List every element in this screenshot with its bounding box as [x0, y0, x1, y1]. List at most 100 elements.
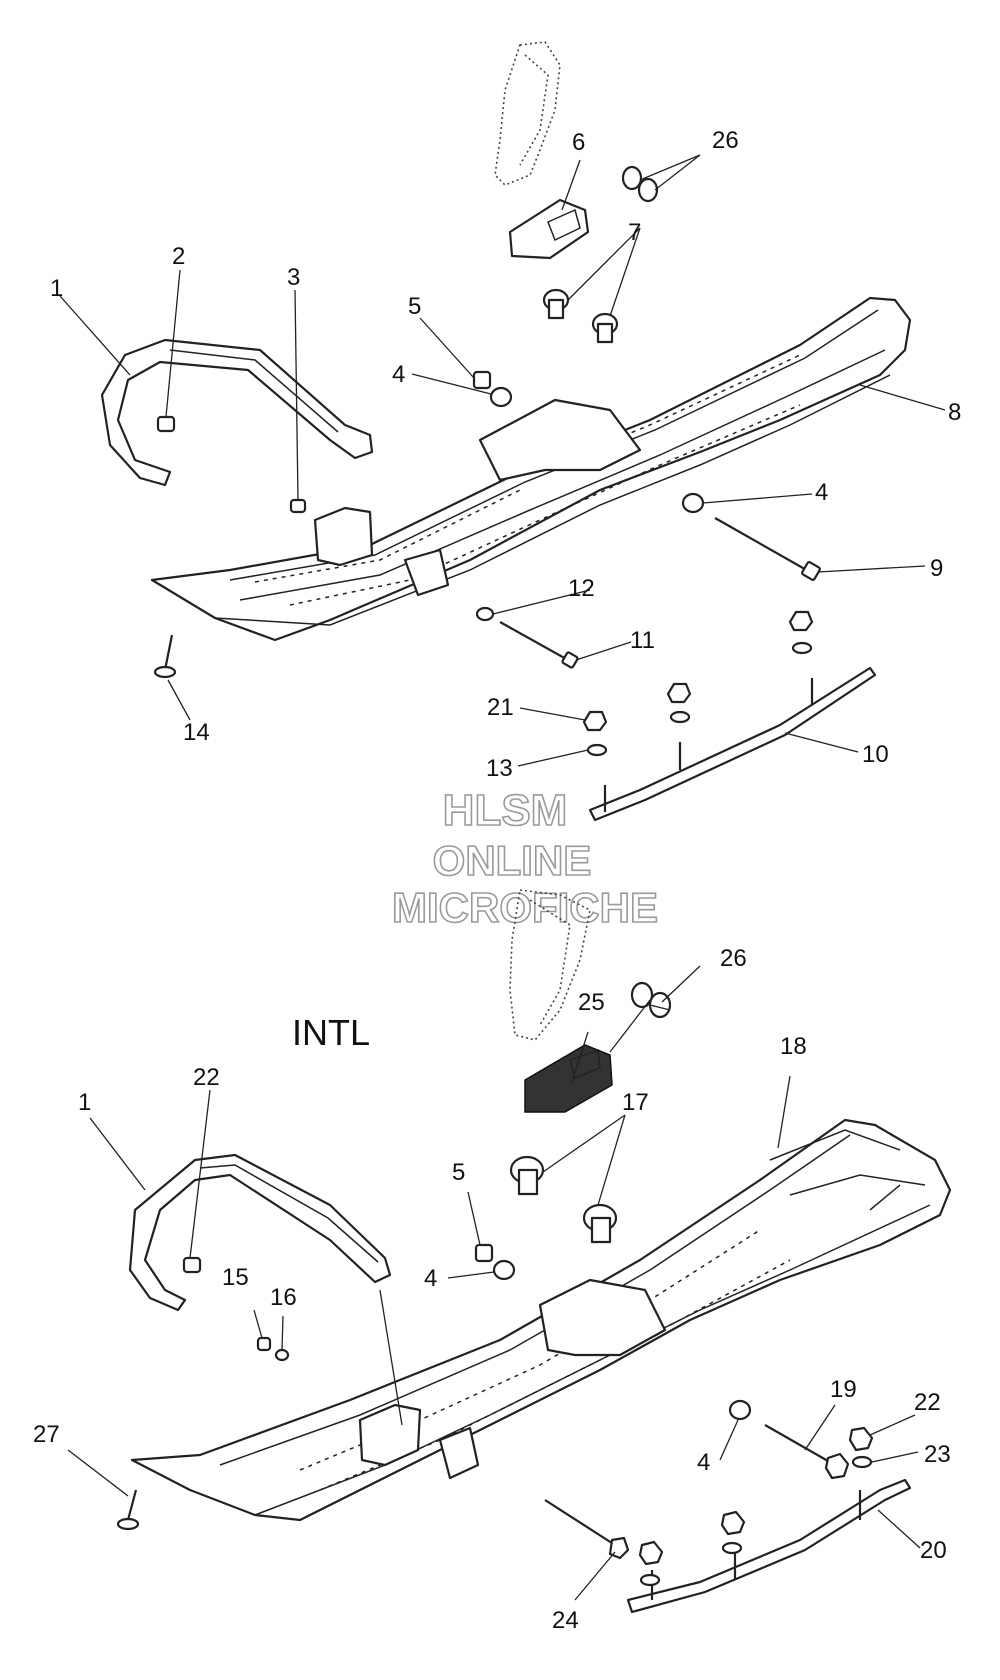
callout-26-bottom: 26: [720, 945, 747, 972]
part-14-bolt: [153, 634, 177, 679]
callout-12-top: 12: [568, 575, 595, 602]
part-18-ski-mount-center: [538, 1278, 667, 1357]
callout-5-bottom: 5: [452, 1159, 465, 1186]
watermark-line-1: HLSM: [443, 786, 568, 835]
callout-3-top: 3: [287, 264, 300, 291]
callout-4-top-b: 4: [815, 479, 828, 506]
part-5-nut: [472, 370, 492, 390]
bottom-assembly: INTL: [33, 889, 952, 1634]
part-12-washer: [475, 606, 495, 622]
callout-15-bottom: 15: [222, 1264, 249, 1291]
callout-23-bottom: 23: [924, 1441, 951, 1468]
part-23-washer: [851, 1455, 873, 1469]
part-8-ski-rail-bottom: [239, 349, 886, 601]
bottom-leaders: [67, 965, 921, 1601]
part-21-nut-b: [666, 682, 692, 704]
part-18-ski-tip: [769, 1129, 926, 1211]
part-9-bolt-shaft: [714, 517, 811, 573]
part-1-ski-handle-intl: [128, 1153, 392, 1312]
part-26-washer-a: [621, 165, 643, 191]
part-runner-washer-b: [721, 1541, 743, 1555]
part-17-bushing-b: [582, 1203, 618, 1244]
part-4-washer-upper: [489, 386, 513, 408]
part-15-nut: [256, 1336, 272, 1352]
part-3-nut: [289, 498, 307, 514]
callout-14-top: 14: [183, 719, 210, 746]
part-9-bolt-head: [801, 561, 821, 581]
part-4-washer-lower: [681, 492, 705, 514]
part-20-runner: [626, 1478, 912, 1614]
spindle-detail-intl: [529, 899, 571, 1026]
part-4-washer-intl-lower: [728, 1399, 752, 1421]
callout-2-top: 2: [172, 243, 185, 270]
part-7-bushing-a: [542, 288, 570, 320]
part-8-ski-mount-center: [478, 398, 642, 482]
part-18-ski-cleats: [299, 1229, 791, 1491]
watermark: HLSM ONLINE MICROFICHE: [391, 785, 659, 932]
part-22-nut-right: [848, 1426, 874, 1452]
callout-4-bottom-b: 4: [697, 1449, 710, 1476]
part-2-nut: [156, 415, 176, 433]
callout-25-bottom: 25: [578, 989, 605, 1016]
bottom-callouts: 1 4 4 5 15 16 17 18 19 20 22 22 23 24 25…: [33, 945, 951, 1634]
callout-16-bottom: 16: [270, 1284, 297, 1311]
callout-1-bottom: 1: [78, 1089, 91, 1116]
part-5-nut-intl: [474, 1243, 494, 1263]
callout-8-top: 8: [948, 399, 961, 426]
part-25-saddle-slot: [569, 1048, 601, 1080]
part-11-bolt-shaft: [499, 621, 569, 661]
part-runner-washer-a: [639, 1573, 661, 1587]
callout-24-bottom: 24: [552, 1607, 579, 1634]
part-26-washer-intl-a: [630, 981, 654, 1009]
part-19-bolt-head: [824, 1452, 850, 1480]
section-label-intl: INTL: [292, 1012, 370, 1053]
part-8-ski-rail-edge: [214, 374, 891, 626]
top-assembly: 1 2 3 4 4 5 6 7 8 9 10 11 12 13 14 21 26: [50, 41, 961, 822]
callout-13-top: 13: [486, 755, 513, 782]
part-13-washer-b: [669, 710, 691, 724]
callout-5-top: 5: [408, 293, 421, 320]
part-26-washer-b: [637, 177, 659, 203]
part-21-nut-a: [582, 710, 608, 732]
part-10-runner: [588, 666, 877, 822]
part-27-bolt: [116, 1489, 140, 1531]
callout-22-bottom-a: 22: [193, 1064, 220, 1091]
callout-17-bottom: 17: [622, 1089, 649, 1116]
part-runner-nut-b: [720, 1510, 746, 1536]
part-11-bolt-head: [561, 651, 579, 669]
spindle-outline: [494, 41, 561, 186]
callout-4-bottom-a: 4: [424, 1265, 437, 1292]
callout-19-bottom: 19: [830, 1376, 857, 1403]
callout-1-top: 1: [50, 275, 63, 302]
part-6-saddle: [508, 198, 590, 260]
callout-22-bottom-b: 22: [914, 1389, 941, 1416]
part-13-washer-c: [791, 641, 813, 655]
part-7-bushing-b: [591, 312, 619, 344]
callout-4-top-a: 4: [392, 361, 405, 388]
part-22-nut-upper: [182, 1256, 202, 1274]
part-24-bolt-shaft: [544, 1499, 616, 1546]
callout-21-top: 21: [487, 694, 514, 721]
part-13-washer-a: [586, 743, 608, 757]
part-runner-nut-a: [638, 1540, 664, 1566]
top-callouts: 1 2 3 4 4 5 6 7 8 9 10 11 12 13 14 21 26: [50, 127, 961, 782]
callout-7-top: 7: [628, 219, 641, 246]
top-leaders: [59, 154, 946, 767]
part-18-ski-mount-front: [358, 1403, 422, 1467]
part-1-handle-inner: [169, 349, 339, 433]
part-6-saddle-slot: [547, 208, 581, 242]
part-17-bushing-a: [509, 1155, 545, 1196]
part-1-ski-handle: [100, 338, 374, 487]
callout-10-top: 10: [862, 741, 889, 768]
part-16-washer: [274, 1348, 290, 1362]
part-1-handle-inner-intl: [199, 1164, 379, 1263]
callout-27-bottom: 27: [33, 1421, 60, 1448]
callout-18-bottom: 18: [780, 1033, 807, 1060]
callout-11-top: 11: [630, 627, 655, 654]
callout-6-top: 6: [572, 129, 585, 156]
callout-9-top: 9: [930, 555, 943, 582]
part-21-nut-c: [788, 610, 814, 632]
part-18-ski-mount-rear: [438, 1426, 480, 1480]
part-8-ski-mount-rear: [403, 548, 450, 597]
